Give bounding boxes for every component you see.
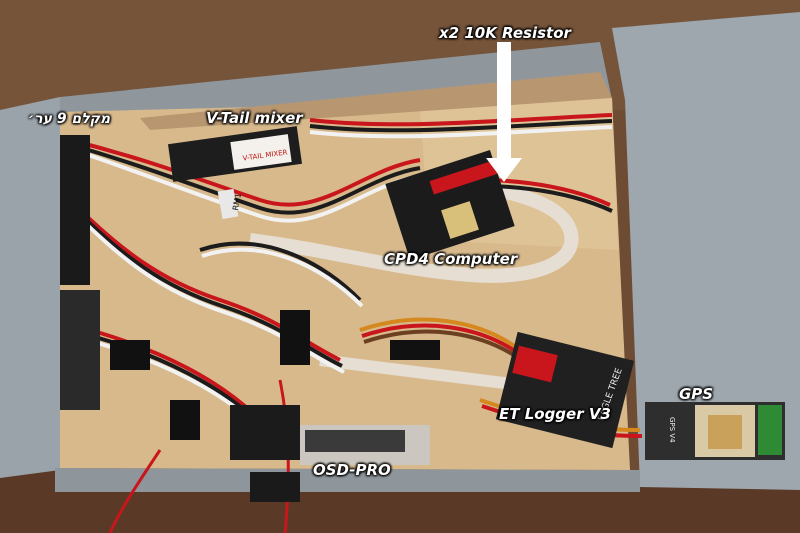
fuselage-bottom-rim — [55, 468, 640, 492]
label-cpd4-computer: CPD4 Computer — [384, 250, 518, 268]
rm-tag-text: RM1 — [231, 192, 243, 211]
label-gps: GPS — [679, 385, 714, 403]
gps-board-text: GPS V4 — [668, 417, 676, 443]
cpd4-computer — [385, 149, 515, 261]
servo-connector — [280, 310, 310, 365]
vtail-mixer-board: V-TAIL MIXER — [167, 126, 303, 182]
label-osd-pro: OSD-PRO — [313, 461, 391, 479]
osd-pro-board — [230, 405, 430, 502]
fuselage-left — [0, 97, 60, 478]
gps-module: GPS V4 — [645, 402, 785, 460]
ribbon-cable — [249, 178, 579, 283]
label-vtail-mixer: V-Tail mixer — [206, 109, 303, 127]
et-logger-device: EAGLE TREE — [495, 331, 635, 449]
label-et-logger: ET Logger V3 — [499, 405, 611, 423]
arrow-icon — [486, 42, 522, 182]
label-terminal: מקלם 9 ער׳ — [28, 111, 111, 127]
terminal-block — [60, 135, 90, 285]
label-resistor: x2 10K Resistor — [439, 24, 571, 42]
fuselage-right — [612, 12, 800, 490]
rm-tag — [217, 188, 239, 220]
